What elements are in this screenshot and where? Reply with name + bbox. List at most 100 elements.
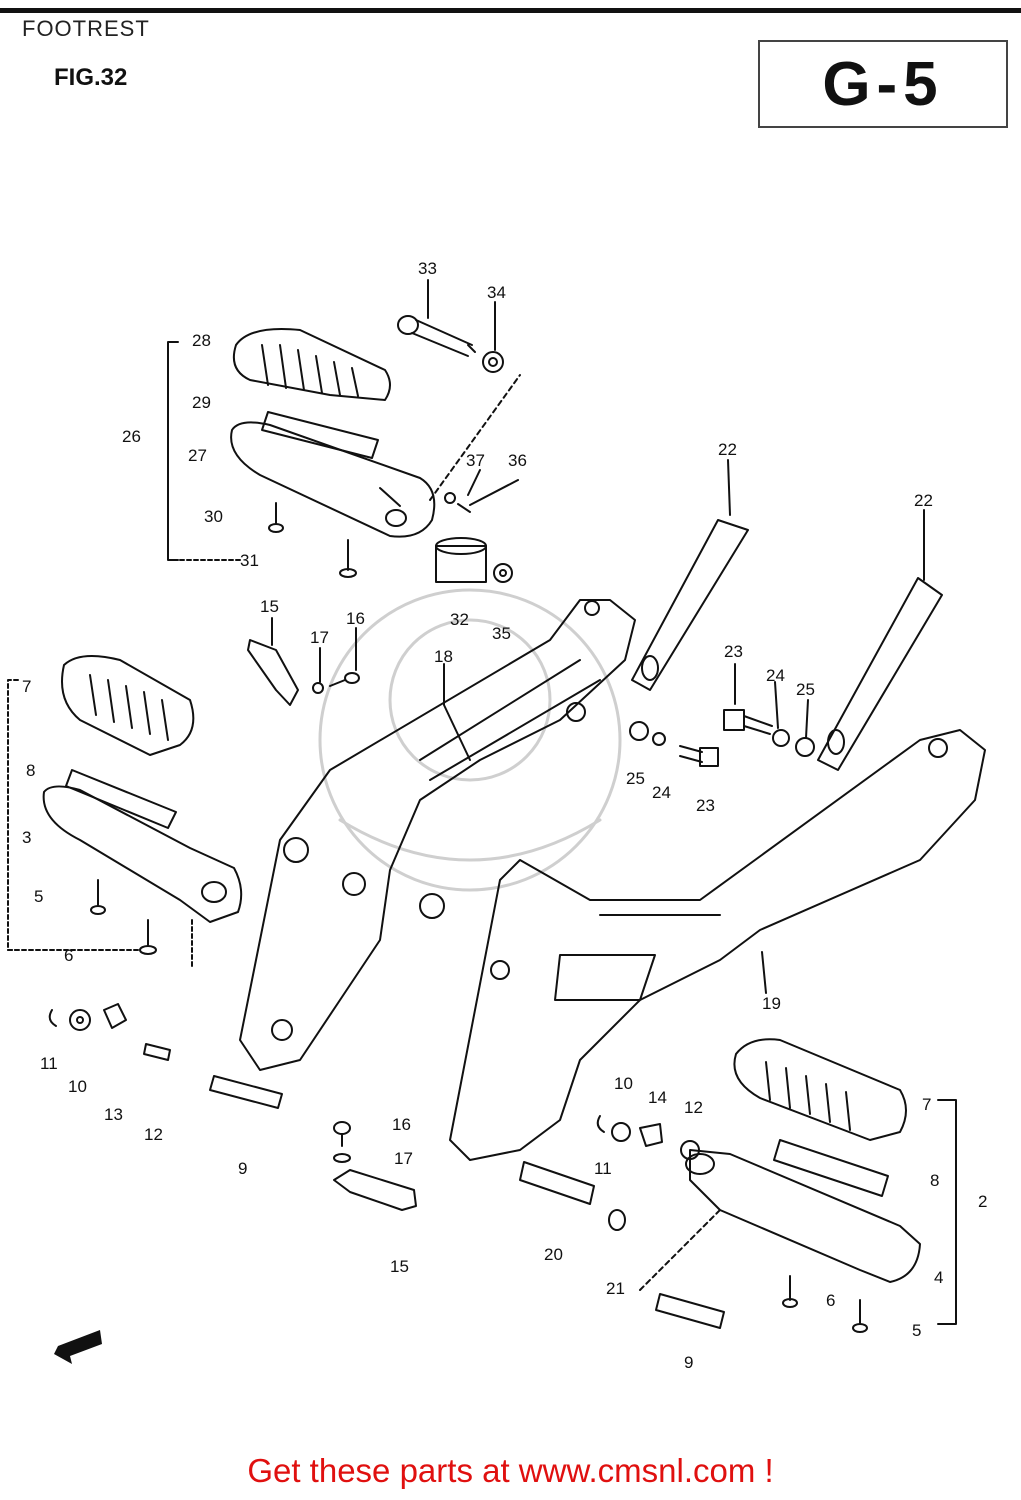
callout-17-upper: 17 <box>310 628 329 647</box>
clip-11-right <box>596 1115 605 1133</box>
callout-28: 28 <box>192 331 211 350</box>
pin-9-left <box>209 1075 283 1109</box>
callout-8-left: 8 <box>26 761 35 780</box>
bolt-5-right <box>852 1299 868 1333</box>
front-left-footrest-body <box>42 785 243 923</box>
callout-12-right: 12 <box>684 1098 703 1117</box>
figure-number: FIG.32 <box>54 64 128 91</box>
callout-10-left: 10 <box>68 1077 87 1096</box>
callout-29: 29 <box>192 393 211 412</box>
page-title: FOOTREST <box>22 16 150 41</box>
washer-10-left <box>69 1009 91 1031</box>
washer-17-lower <box>333 1153 351 1163</box>
callout-32: 32 <box>450 610 469 629</box>
callout-2: 2 <box>978 1192 987 1211</box>
bolt-6-left <box>139 919 157 955</box>
section-code: G-5 <box>822 49 944 119</box>
callout-26: 26 <box>122 427 141 446</box>
bolt-6-right <box>782 1275 798 1308</box>
front-right-footrest-plate <box>773 1139 889 1197</box>
callout-23-lower: 23 <box>696 796 715 815</box>
callout-16-upper: 16 <box>346 609 365 628</box>
washer-35 <box>493 563 513 583</box>
bolt-33 <box>397 315 476 357</box>
callout-7-left: 7 <box>22 677 31 696</box>
front-left-footrest-plate <box>65 769 177 829</box>
callout-21: 21 <box>606 1279 625 1298</box>
callout-20: 20 <box>544 1245 563 1264</box>
callout-17-lower: 17 <box>394 1149 413 1168</box>
spring-14-right <box>639 1123 663 1147</box>
callout-30: 30 <box>204 507 223 526</box>
callout-23-upper: 23 <box>724 642 743 661</box>
callout-27: 27 <box>188 446 207 465</box>
callout-24-upper: 24 <box>766 666 785 685</box>
callout-31: 31 <box>240 551 259 570</box>
bolt-5-left <box>90 879 106 915</box>
pin-9-right <box>655 1293 725 1329</box>
section-code-box: G-5 <box>758 40 1008 128</box>
callout-35: 35 <box>492 624 511 643</box>
nut-24-lower <box>652 732 666 746</box>
rear-bracket-22-left <box>631 519 749 691</box>
pivot-12-right <box>680 1140 700 1160</box>
front-right-footrest-rubber <box>733 1038 907 1141</box>
callout-19: 19 <box>762 994 781 1013</box>
callout-22-right: 22 <box>914 491 933 510</box>
callout-8-right: 8 <box>930 1171 939 1190</box>
clip-11-left <box>48 1009 57 1027</box>
footer-parts-link[interactable]: Get these parts at www.cmsnl.com ! <box>247 1452 774 1489</box>
bolt-16-lower <box>333 1121 351 1147</box>
bolt-23-upper <box>723 709 773 735</box>
callout-10-right: 10 <box>614 1074 633 1093</box>
callout-11-left: 11 <box>40 1054 58 1073</box>
bolt-31 <box>339 539 357 578</box>
front-right-footrest-body <box>685 1149 921 1283</box>
callout-15-upper: 15 <box>260 597 279 616</box>
washer-21 <box>608 1209 626 1231</box>
rear-footrest-rubber <box>232 328 391 401</box>
callout-22-left: 22 <box>718 440 737 459</box>
callout-13: 13 <box>104 1105 123 1124</box>
bracket-15-upper <box>247 639 299 706</box>
callout-6-left: 6 <box>64 946 73 965</box>
callout-5-left: 5 <box>34 887 43 906</box>
callout-5-right: 5 <box>912 1321 921 1340</box>
callout-18: 18 <box>434 647 453 666</box>
right-footrest-frame <box>449 729 986 1161</box>
callout-34: 34 <box>487 283 506 302</box>
callout-16-lower: 16 <box>392 1115 411 1134</box>
callout-11-right: 11 <box>594 1159 612 1178</box>
callout-9-left: 9 <box>238 1159 247 1178</box>
spring-13-left <box>103 1003 127 1029</box>
washer-34 <box>482 351 504 373</box>
pivot-12-left <box>143 1043 171 1061</box>
callout-14: 14 <box>648 1088 667 1107</box>
callout-25-lower: 25 <box>626 769 645 788</box>
callout-12-left: 12 <box>144 1125 163 1144</box>
top-rule <box>0 8 1021 13</box>
callout-33: 33 <box>418 259 437 278</box>
pin-20 <box>519 1161 595 1205</box>
pivot-sleeve-32 <box>435 537 487 583</box>
left-footrest-frame <box>239 599 636 1071</box>
callout-15-lower: 15 <box>390 1257 409 1276</box>
callout-3: 3 <box>22 828 31 847</box>
callout-36: 36 <box>508 451 527 470</box>
callout-4: 4 <box>934 1268 943 1287</box>
washer-25-lower <box>629 721 649 741</box>
rear-footrest-bracket <box>230 421 436 538</box>
callout-25-upper: 25 <box>796 680 815 699</box>
cmsnl-watermark <box>318 588 622 892</box>
bracket-15-lower <box>333 1169 417 1211</box>
callout-37: 37 <box>466 451 485 470</box>
callout-6-right: 6 <box>826 1291 835 1310</box>
callout-7-right: 7 <box>922 1095 931 1114</box>
rear-bracket-22-right <box>817 577 943 771</box>
bolt-23-lower <box>679 745 719 767</box>
bolt-30 <box>268 502 284 533</box>
front-direction-arrow-icon <box>54 1330 102 1364</box>
washer-10-right <box>611 1122 631 1142</box>
nut-24-upper <box>772 729 790 747</box>
